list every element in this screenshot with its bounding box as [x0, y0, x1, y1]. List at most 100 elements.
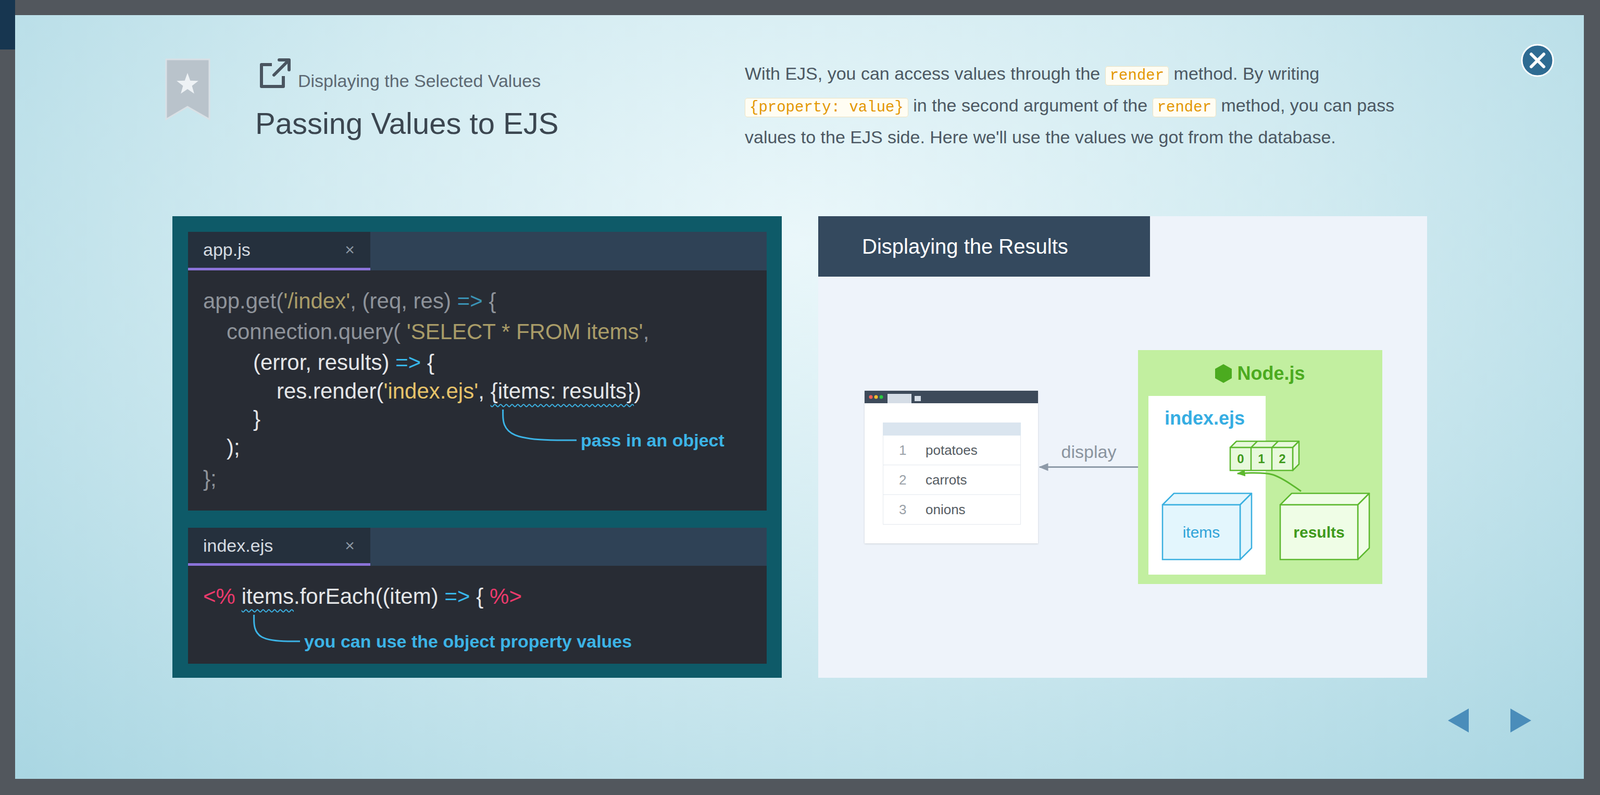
array-cubes: 012: [1230, 441, 1299, 471]
edge-label-holder: display: [1061, 440, 1117, 464]
code-token: {items: results}: [490, 378, 634, 404]
leader-line: [254, 614, 300, 642]
code-token: };: [203, 466, 217, 491]
code-token: );: [226, 434, 241, 460]
title-holder: Passing Values to EJS: [255, 105, 559, 142]
table-row: 3onions: [882, 494, 1021, 525]
code-token: connection.query(: [226, 319, 401, 344]
code-token: ,: [643, 319, 650, 344]
edge-label: display: [1061, 441, 1117, 462]
body-text: in the second argument of the: [913, 95, 1148, 116]
code-token: app.get(: [203, 288, 284, 314]
cube-side: [1292, 441, 1299, 471]
code-area: app.get('/index', (req, res)=>{connectio…: [188, 270, 767, 511]
table-row: 1potatoes: [882, 435, 1021, 466]
cube-top: [1230, 441, 1299, 448]
box-title: index.ejs: [1164, 406, 1266, 431]
code-token: 'SELECT * FROM items': [406, 319, 644, 344]
browser-chrome: [864, 390, 1039, 438]
section-subtitle: Displaying the Selected Values: [297, 70, 541, 91]
code-token: res.render(: [276, 378, 384, 404]
template-box: 012itemsindex.ejs: [1148, 395, 1266, 575]
inline-code: {property: value}: [744, 97, 909, 118]
tab-bar: app.js ×: [188, 231, 767, 271]
data-cube: items: [1162, 493, 1252, 560]
leader-line: [503, 409, 577, 441]
code-line: connection.query('SELECT * FROM items',: [226, 317, 649, 347]
inline-code: render: [1105, 66, 1169, 86]
code-token: items: [241, 583, 294, 609]
panel-heading: Displaying the Results: [818, 216, 1150, 277]
table-cell: potatoes: [925, 442, 978, 459]
cube-top: [1280, 493, 1370, 505]
data-cube: results: [1280, 493, 1370, 560]
browser-window: 1potatoes2carrots3onions: [864, 390, 1039, 544]
code-area: <%items.forEach((item)=>{%> you can use t…: [188, 565, 767, 664]
cube-label: results: [1293, 523, 1345, 542]
paragraph: With EJS, you can access values through …: [744, 58, 1403, 152]
bookmark-star: [176, 72, 199, 94]
prev-arrow: [1447, 708, 1469, 733]
code-token: , (req, res): [350, 288, 452, 314]
file-name: index.ejs: [203, 535, 273, 556]
box-title: Node.js: [1236, 362, 1305, 385]
connector: [1039, 466, 1139, 468]
tab-bar: index.ejs×: [188, 527, 767, 566]
code-line: app.get('/index', (req, res)=>{: [203, 286, 497, 316]
bookmark-icon: [166, 59, 210, 120]
code-token: <%: [203, 583, 236, 609]
cube-label: items: [1182, 523, 1221, 542]
code-line: <%items.forEach((item)=>{%>: [203, 581, 522, 611]
code-token: {: [427, 350, 435, 375]
body-text: method. By writing: [1173, 63, 1320, 84]
cube-face: items: [1162, 504, 1241, 560]
cube-face: results: [1280, 504, 1358, 560]
code-token: 'index.ejs': [383, 378, 479, 404]
result-panel: 1potatoes2carrots3onions012itemsindex.ej…: [818, 216, 1428, 678]
code-line: );: [226, 432, 241, 462]
callout-note: pass in an object: [580, 430, 725, 450]
node-heading: Node.js: [1138, 360, 1383, 387]
inline-code: render: [1152, 97, 1217, 118]
close-mark: ×: [344, 240, 355, 260]
body-text: With EJS, you can access values through …: [744, 63, 1100, 84]
code-token: =>: [395, 350, 421, 375]
code-token: =>: [457, 288, 483, 314]
code-token: '/index': [283, 288, 350, 314]
nodejs-logo: [1215, 364, 1232, 383]
code-token: %>: [489, 583, 522, 609]
array-face: 012: [1230, 447, 1293, 471]
array-index: 2: [1271, 451, 1293, 467]
hexagon: [1215, 364, 1232, 383]
page-corner: [0, 0, 16, 50]
leader-lines: [254, 409, 577, 642]
title-bar: [864, 390, 1039, 404]
cube-side: [1240, 493, 1252, 560]
next-arrow: [1510, 708, 1532, 733]
cube-divider: [1251, 441, 1258, 471]
file-name: app.js: [203, 239, 251, 260]
close-button: [1521, 44, 1554, 77]
callout-holder: you can use the object property values: [304, 629, 632, 653]
array-index: 1: [1251, 451, 1272, 467]
table-row: 2carrots: [882, 465, 1021, 495]
file-tab: index.ejs×: [188, 527, 371, 566]
subhead-holder: Displaying the Selected Values: [297, 69, 541, 93]
file-tab: app.js ×: [188, 231, 371, 271]
connector: [1237, 472, 1302, 492]
code-token: (error, results): [253, 350, 390, 375]
table-cell: onions: [925, 501, 966, 518]
table-cell: carrots: [925, 471, 967, 489]
cube-divider: [1271, 441, 1279, 471]
new-tab-button: [914, 395, 921, 402]
code-token: ,: [478, 378, 485, 404]
cube-side: [1357, 493, 1370, 560]
code-line: };: [203, 464, 217, 494]
row-number: 2: [898, 471, 926, 489]
code-token: {: [476, 583, 484, 609]
external-link-arrow: [273, 59, 290, 75]
callout-holder: pass in an object: [580, 428, 725, 452]
callout-note: you can use the object property values: [304, 631, 632, 652]
cube-top: [1162, 493, 1252, 505]
